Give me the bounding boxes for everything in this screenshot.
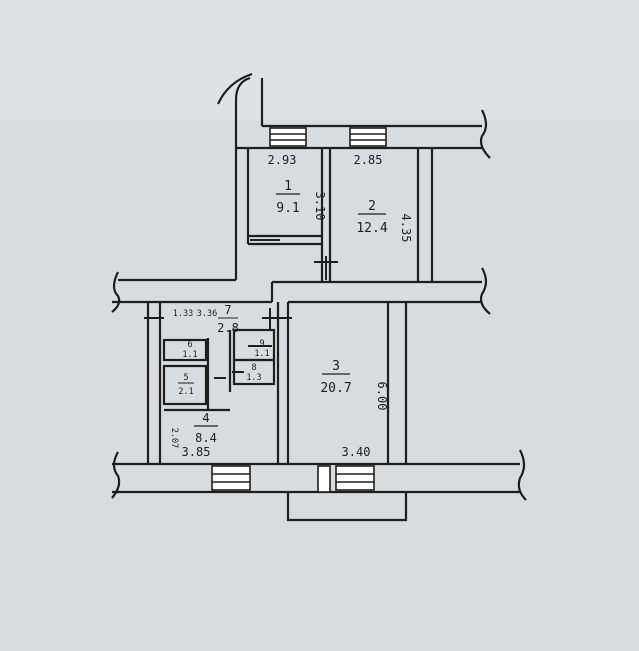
- paper-highlight: [0, 0, 639, 120]
- window-room3: [335, 465, 375, 491]
- room6-area: 1.1: [182, 350, 197, 360]
- dim-room3-width: 3.40: [342, 445, 371, 459]
- room1-area: 9.1: [276, 201, 299, 216]
- room3-area: 20.7: [320, 381, 351, 396]
- room1-number: 1: [284, 179, 292, 194]
- room4-area: 8.4: [195, 431, 217, 445]
- dim-hall-width: 3.36: [197, 309, 217, 319]
- window-room4: [211, 465, 251, 491]
- entry-arc-wall: [234, 76, 251, 148]
- dim-room1-width: 2.93: [268, 153, 297, 167]
- dim-room2-width: 2.85: [354, 153, 383, 167]
- dim-room1-depth: 3.10: [313, 192, 327, 221]
- dim-room3-depth: 6.00: [375, 382, 389, 411]
- entry-arc-outer: [216, 72, 253, 105]
- room2-number: 2: [368, 199, 376, 214]
- room5-number: 5: [183, 373, 188, 383]
- bottom-left-break: [111, 451, 121, 499]
- dim-room4-width: 3.85: [182, 445, 211, 459]
- room9-number: 9: [259, 339, 264, 349]
- dim-room4-depth: 2.07: [169, 428, 179, 448]
- top-wall-break: [479, 109, 491, 159]
- room-labels: 1 9.1 2 12.4 3 20.7 4 8.4 5 2.1 6 1.1 7 …: [178, 179, 388, 445]
- mid-left-wall-break: [111, 271, 121, 313]
- dim-room2-depth: 4.35: [399, 214, 413, 243]
- room6-number: 6: [187, 340, 192, 350]
- room2-area: 12.4: [356, 221, 387, 236]
- window-room2: [349, 127, 387, 147]
- room7-number: 7: [224, 303, 231, 317]
- dimension-labels: 2.93 2.85 3.10 4.35 1.33 3.36 6.00 3.40 …: [169, 153, 413, 459]
- mid-right-wall-break: [479, 267, 491, 315]
- dim-hall-left: 1.33: [173, 309, 193, 319]
- window-room1: [269, 127, 307, 147]
- balcony: [286, 492, 408, 522]
- room8-area: 1.3: [246, 373, 261, 383]
- balcony-door: [317, 465, 331, 493]
- room9-area: 1.1: [254, 349, 269, 359]
- room5-area: 2.1: [178, 387, 193, 397]
- room3-number: 3: [332, 359, 340, 374]
- windows: [211, 127, 387, 493]
- walls: [111, 72, 527, 522]
- door-openings: [144, 239, 338, 379]
- bath-unit-5: [162, 364, 208, 406]
- room4-number: 4: [202, 411, 209, 425]
- room8-number: 8: [251, 363, 256, 373]
- bath-unit-6: [162, 338, 208, 362]
- room7-area: 2.8: [217, 321, 239, 335]
- bottom-right-break: [517, 449, 527, 501]
